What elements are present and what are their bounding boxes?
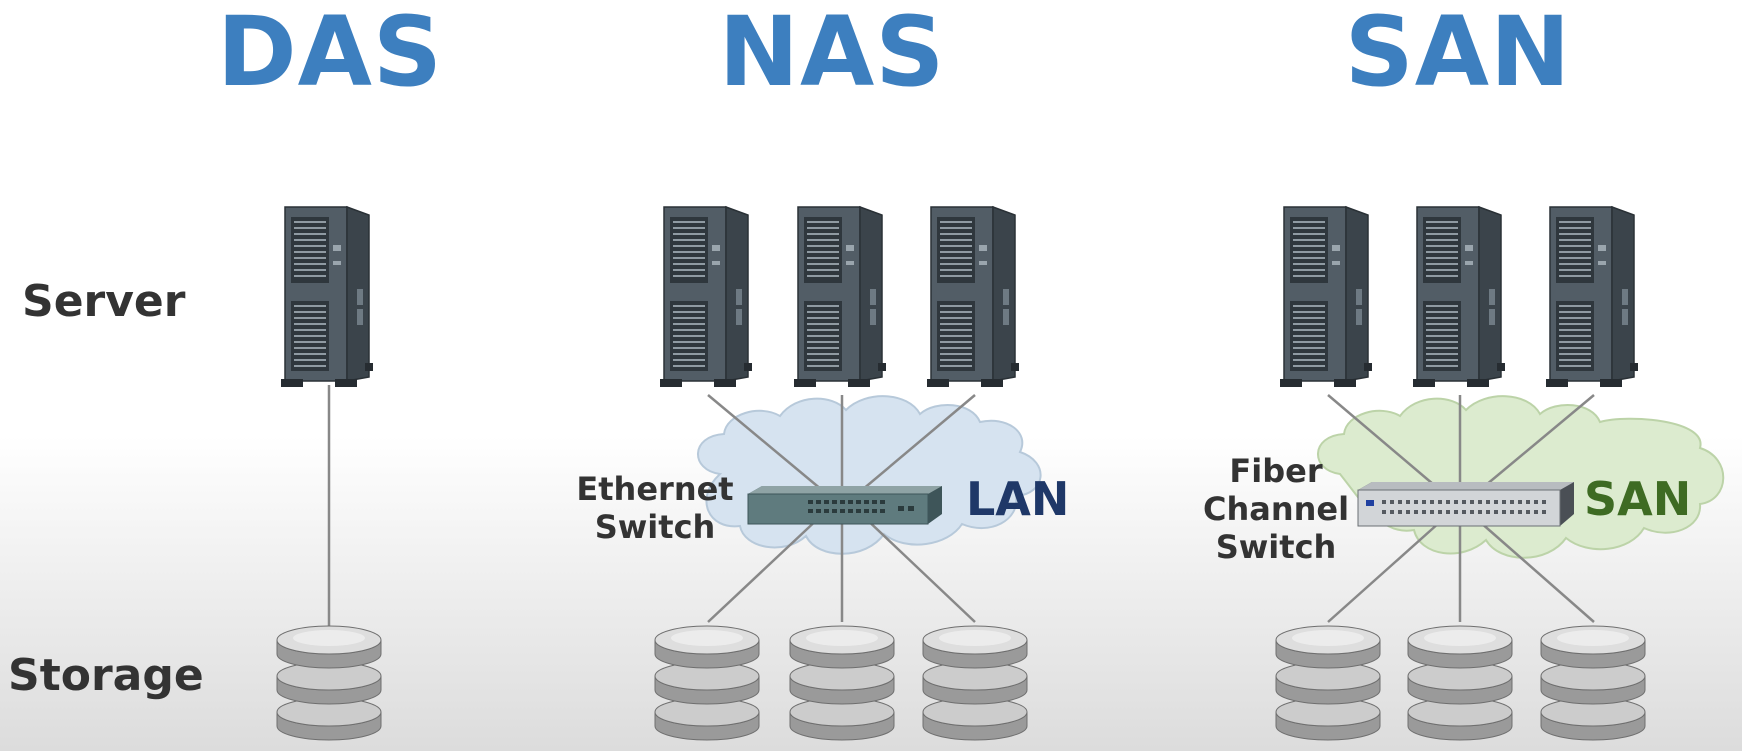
lan-label: LAN xyxy=(966,472,1070,526)
san-storage-2-icon xyxy=(1407,625,1513,741)
server-row-label: Server xyxy=(22,276,186,327)
nas-storage-1-icon xyxy=(654,625,760,741)
nas-title: NAS xyxy=(718,0,946,108)
san-server-3-icon xyxy=(1545,206,1639,388)
ethernet-switch-label-line1: Ethernet xyxy=(576,470,734,508)
fiber-channel-switch-label-line1: Fiber xyxy=(1229,452,1323,490)
das-server-icon xyxy=(280,206,374,388)
nas-server-2-icon xyxy=(793,206,887,388)
nas-server-3-icon xyxy=(926,206,1020,388)
fiber-channel-switch-icon xyxy=(1357,482,1574,527)
san-storage-3-icon xyxy=(1540,625,1646,741)
das-storage-icon xyxy=(276,625,382,741)
san-storage-1-icon xyxy=(1275,625,1381,741)
storage-row-label: Storage xyxy=(8,650,204,701)
nas-server-1-icon xyxy=(659,206,753,388)
fiber-channel-switch-label: Fiber Channel Switch xyxy=(1196,452,1356,566)
fiber-channel-switch-label-line3: Switch xyxy=(1215,528,1337,566)
ethernet-switch-label: Ethernet Switch xyxy=(570,470,740,546)
san-title: SAN xyxy=(1344,0,1572,108)
ethernet-switch-label-line2: Switch xyxy=(594,508,716,546)
nas-storage-2-icon xyxy=(789,625,895,741)
das-title: DAS xyxy=(216,0,444,108)
fiber-channel-switch-label-line2: Channel xyxy=(1202,490,1350,528)
ethernet-switch-icon xyxy=(747,486,942,525)
nas-connection-lines xyxy=(707,394,976,623)
san-connection-lines xyxy=(1327,394,1595,623)
san-server-1-icon xyxy=(1279,206,1373,388)
san-server-2-icon xyxy=(1412,206,1506,388)
san-network-label: SAN xyxy=(1584,472,1692,526)
nas-storage-3-icon xyxy=(922,625,1028,741)
